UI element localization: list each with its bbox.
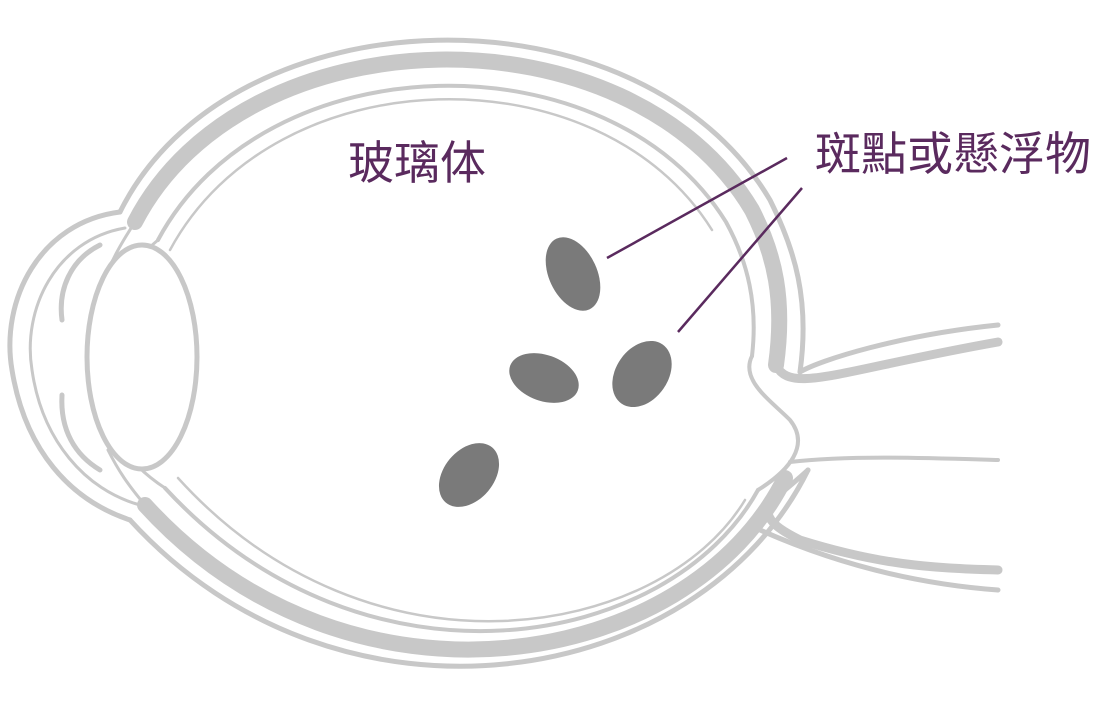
floaters-label: 斑點或懸浮物 [815,127,1091,181]
vitreous-label: 玻璃体 [348,136,486,190]
floaters [427,229,684,519]
eyeball-walls [120,40,808,666]
optic-nerve-center [790,458,998,462]
floater-3 [600,330,684,419]
floater-1 [535,229,611,320]
optic-nerve [749,325,998,590]
lens [87,245,197,469]
optic-nerve-bottom-band [768,478,998,570]
floater-2 [502,344,585,412]
floater-4 [427,431,512,518]
optic-nerve-top-band [776,342,998,379]
